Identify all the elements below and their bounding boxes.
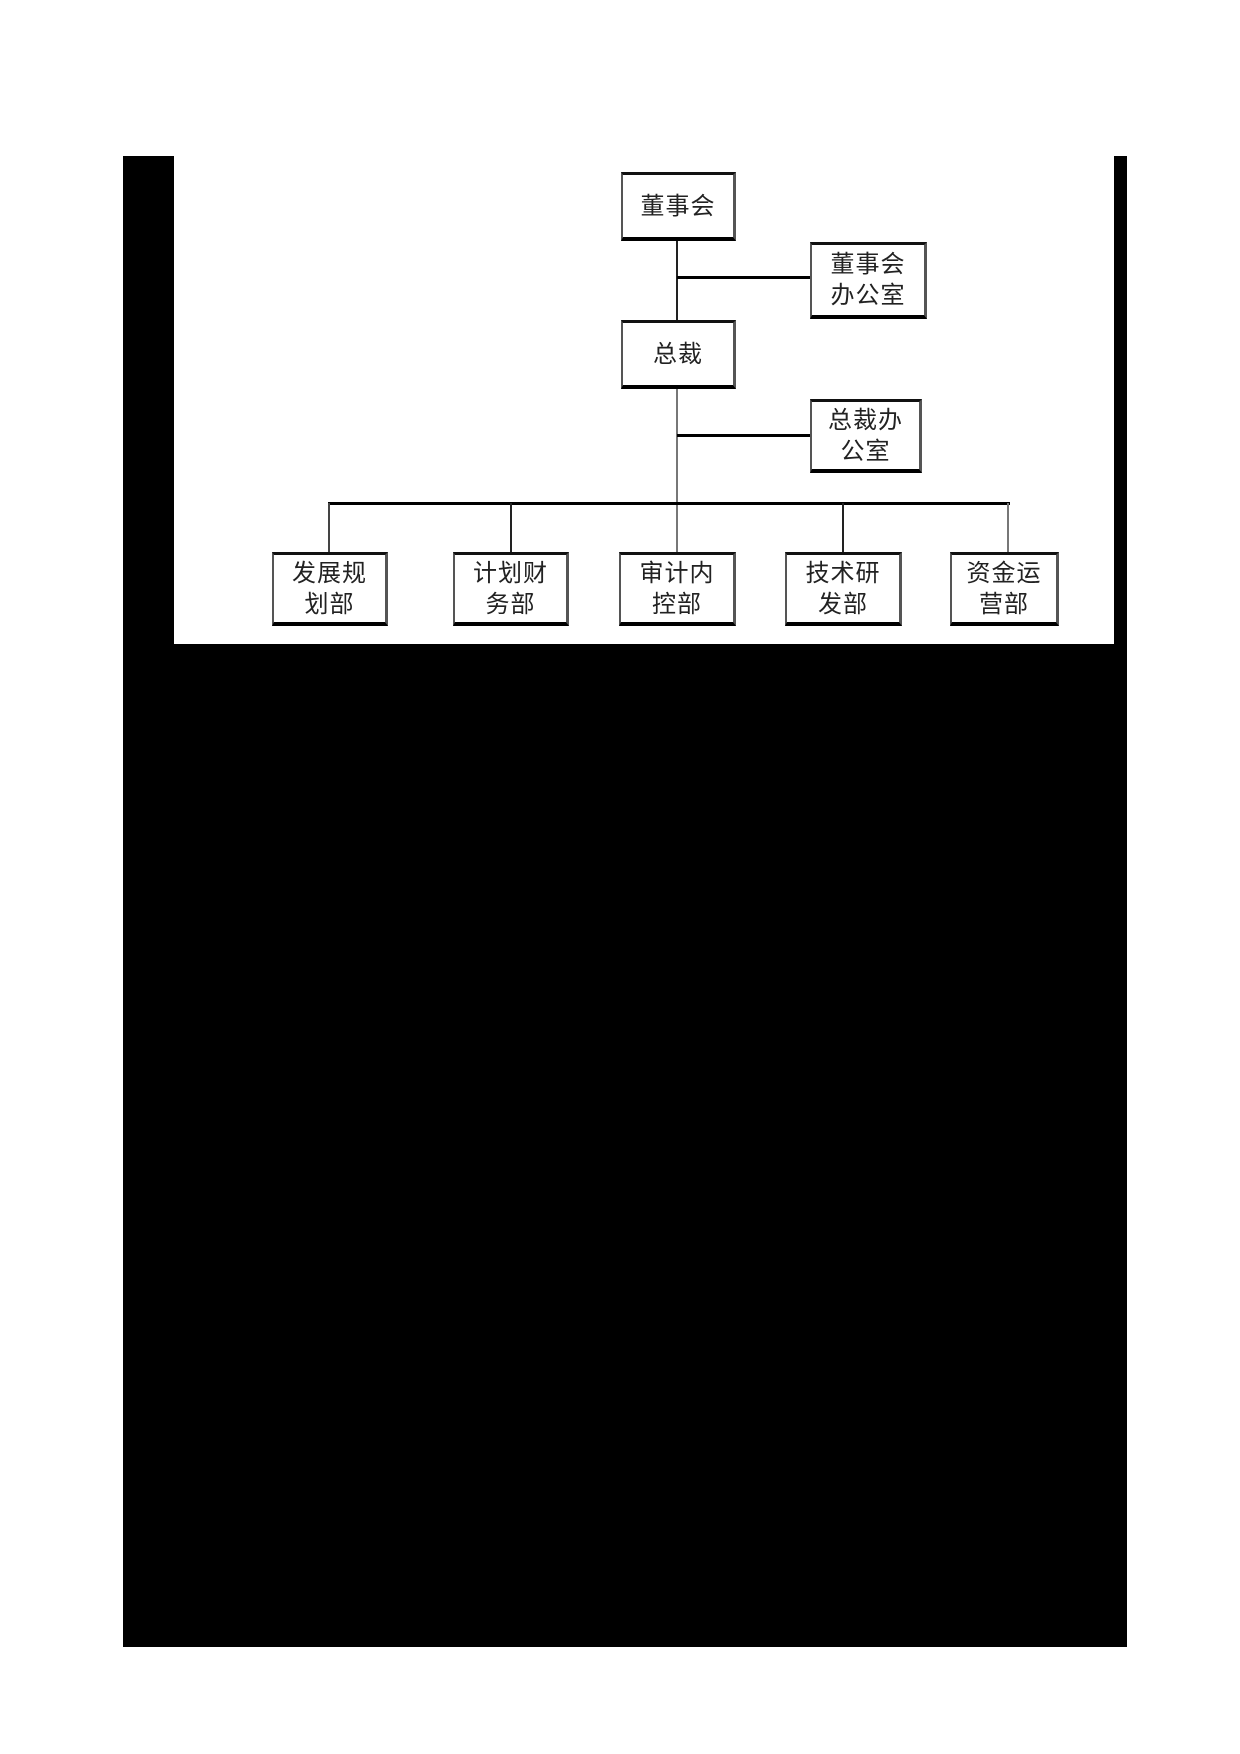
connector-president-office [677, 434, 811, 437]
node-label: 总裁 [653, 339, 703, 368]
connector-drop-5 [1007, 503, 1009, 553]
node-label: 发展规 划部 [292, 558, 367, 618]
node-label: 审计内 控部 [639, 558, 715, 618]
node-board-of-directors: 董事会 [621, 172, 736, 241]
node-dept-technology-rd: 技术研 发部 [785, 552, 902, 626]
connector-board-to-president [676, 240, 678, 322]
redaction-bottom-block [123, 644, 1127, 1647]
connector-president-to-bus [676, 388, 678, 554]
connector-board-office [677, 276, 811, 279]
connector-drop-2 [510, 503, 512, 553]
node-president: 总裁 [621, 320, 736, 389]
node-dept-planning-finance: 计划财 务部 [453, 552, 569, 626]
node-dept-capital-operations: 资金运 营部 [950, 552, 1059, 626]
node-dept-audit-internal-control: 审计内 控部 [619, 552, 736, 626]
node-board-office: 董事会 办公室 [810, 242, 927, 319]
redaction-right-bar [1114, 156, 1127, 646]
node-label: 技术研 发部 [805, 558, 881, 618]
node-label: 总裁办 公室 [828, 405, 903, 465]
connector-drop-1 [328, 503, 330, 553]
node-label: 董事会 [640, 191, 716, 220]
node-label: 计划财 务部 [473, 558, 548, 618]
node-dept-development-planning: 发展规 划部 [272, 552, 388, 626]
node-president-office: 总裁办 公室 [810, 399, 922, 473]
node-label: 董事会 办公室 [830, 250, 906, 309]
connector-department-bus [328, 502, 1010, 505]
node-label: 资金运 营部 [966, 558, 1042, 618]
connector-drop-4 [842, 503, 844, 553]
redaction-left-bar [123, 156, 174, 646]
